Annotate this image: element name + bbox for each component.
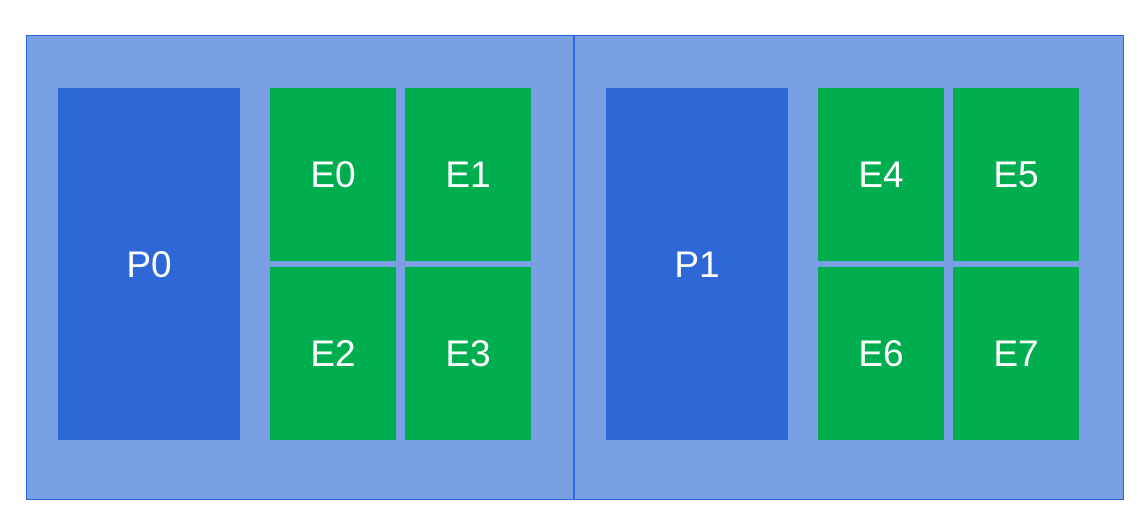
e1-block: E1 — [405, 88, 531, 261]
p0-block: P0 — [58, 88, 240, 440]
e7-block: E7 — [953, 267, 1079, 440]
e4-block: E4 — [818, 88, 944, 261]
e5-block: E5 — [953, 88, 1079, 261]
group-1-container: P1 E4 E5 E6 E7 — [574, 35, 1124, 500]
group-0-container: P0 E0 E1 E2 E3 — [26, 35, 574, 500]
e6-block: E6 — [818, 267, 944, 440]
e0-block: E0 — [270, 88, 396, 261]
e3-block: E3 — [405, 267, 531, 440]
p1-block: P1 — [606, 88, 788, 440]
e2-block: E2 — [270, 267, 396, 440]
